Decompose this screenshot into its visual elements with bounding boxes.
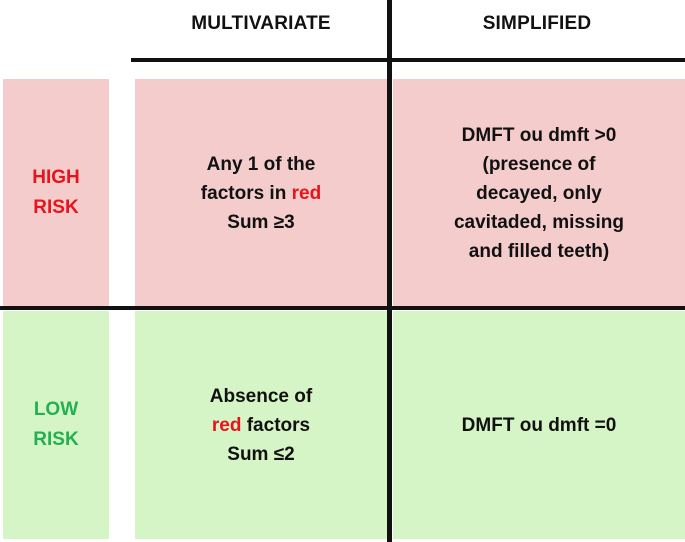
low-multivariate-text: Absence of red factors Sum ≤2 — [209, 385, 313, 465]
header-simplified: SIMPLIFIED — [482, 13, 592, 34]
low-risk-label-box: LOW RISK — [3, 311, 109, 539]
high-risk-label: HIGH RISK — [32, 167, 80, 218]
low-simplified-cell: DMFT ou dmft =0 — [393, 311, 685, 539]
low-risk-label: LOW RISK — [33, 399, 79, 450]
header-divider-line — [131, 58, 685, 62]
low-simplified-text: DMFT ou dmft =0 — [461, 414, 617, 436]
low-multivariate-cell: Absence of red factors Sum ≤2 — [135, 311, 387, 539]
high-risk-label-box: HIGH RISK — [3, 79, 109, 307]
row-divider-line — [0, 306, 685, 310]
high-simplified-cell: DMFT ou dmft >0 (presence of decayed, on… — [393, 79, 685, 307]
high-multivariate-cell: Any 1 of the factors in red Sum ≥3 — [135, 79, 387, 307]
high-multivariate-text: Any 1 of the factors in red Sum ≥3 — [200, 153, 322, 233]
red-keyword: red — [291, 182, 322, 204]
high-simplified-text: DMFT ou dmft >0 (presence of decayed, on… — [453, 124, 624, 262]
column-divider-line — [387, 0, 392, 542]
header-multivariate: MULTIVARIATE — [191, 13, 331, 34]
red-keyword: red — [211, 414, 242, 436]
